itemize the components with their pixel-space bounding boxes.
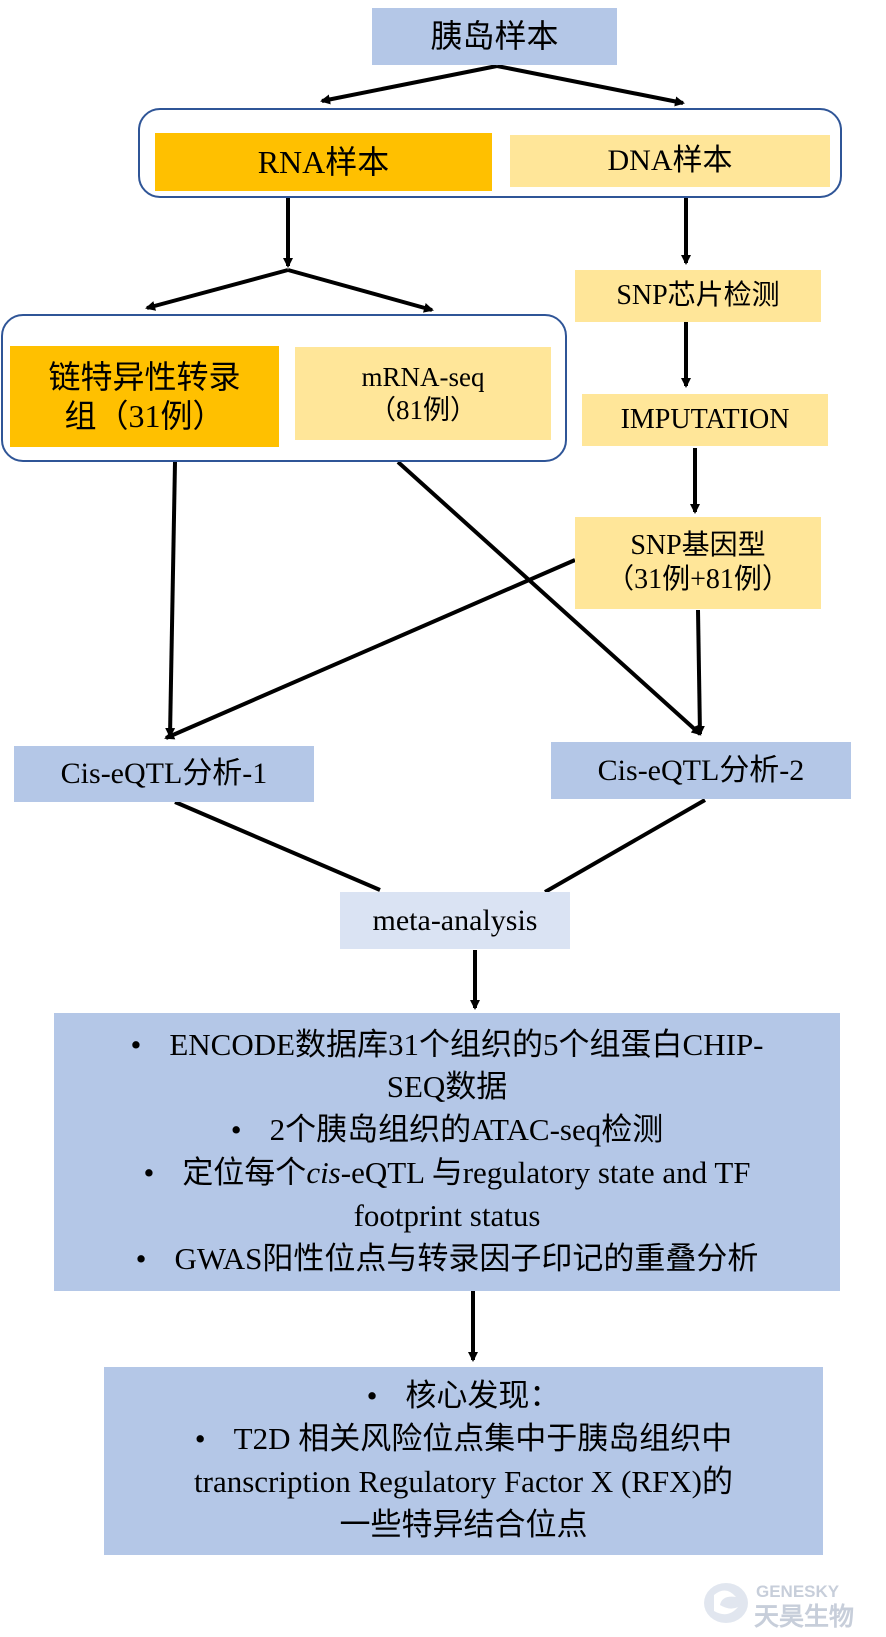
imputation-node: IMPUTATION xyxy=(582,394,828,446)
mrna-seq-line-2: （81例） xyxy=(369,394,477,425)
bullet: • xyxy=(130,1026,142,1062)
analysis-item-gwas-text: GWAS阳性位点与转录因子印记的重叠分析 xyxy=(174,1240,759,1276)
islet-sample-node: 胰岛样本 xyxy=(372,8,617,65)
genesky-logo-en: GENESKY xyxy=(756,1582,840,1601)
findings-item-cont-2: 一些特异结合位点 xyxy=(340,1504,588,1547)
snp-chip-node: SNP芯片检测 xyxy=(575,270,821,322)
findings-item-cont-1: transcription Regulatory Factor X (RFX)的 xyxy=(194,1461,733,1504)
bullet: • xyxy=(135,1240,147,1276)
rna-sample-node: RNA样本 xyxy=(155,133,492,191)
dna-sample-label: DNA样本 xyxy=(607,144,733,177)
meta-analysis-node: meta-analysis xyxy=(340,892,570,949)
analysis-box: • ENCODE数据库31个组织的5个组蛋白CHIP- SEQ数据 • 2个胰岛组织… xyxy=(54,1013,840,1291)
islet-sample-label: 胰岛样本 xyxy=(430,18,559,55)
findings-line-3: 一些特异结合位点 xyxy=(339,1506,588,1542)
snp-genotype-node: SNP基因型 （31例+81例） xyxy=(575,517,821,609)
analysis-item-atac: • 2个胰岛组织的ATAC-seq检测 xyxy=(231,1109,663,1152)
analysis-item-gwas: • GWAS阳性位点与转录因子印记的重叠分析 xyxy=(136,1238,759,1281)
cis-eqtl-2-label: Cis-eQTL分析-2 xyxy=(597,753,805,787)
bullet: • xyxy=(194,1421,206,1457)
mrna-seq-node: mRNA-seq （81例） xyxy=(295,347,551,440)
analysis-item-encode-line-2: SEQ数据 xyxy=(386,1069,508,1105)
analysis-item-cis-eqtl-italic: cis xyxy=(306,1155,341,1190)
findings-head: • 核心发现： xyxy=(367,1375,561,1418)
snp-chip-label: SNP芯片检测 xyxy=(616,280,780,312)
analysis-item-cis-eqtl-pre: 定位每个 xyxy=(182,1155,307,1190)
genesky-logo-cn: 天昊生物 xyxy=(754,1602,854,1631)
strand-specific-line-2: 组（31例） xyxy=(64,397,225,434)
findings-line-2: transcription Regulatory Factor X (RFX)的 xyxy=(194,1464,733,1499)
findings-line-1: T2D 相关风险位点集中于胰岛组织中 xyxy=(233,1421,733,1457)
analysis-item-encode-line-1: ENCODE数据库31个组织的5个组蛋白CHIP- xyxy=(169,1026,764,1062)
rna-sample-label: RNA样本 xyxy=(257,143,390,180)
analysis-item-encode: • ENCODE数据库31个组织的5个组蛋白CHIP- xyxy=(130,1024,763,1067)
meta-analysis-label: meta-analysis xyxy=(372,903,538,937)
genesky-logo-icon: GENESKY 天昊生物 xyxy=(704,1582,854,1631)
analysis-item-atac-text: 2个胰岛组织的ATAC-seq检测 xyxy=(269,1112,664,1148)
cis-eqtl-1-node: Cis-eQTL分析-1 xyxy=(14,746,314,802)
dna-sample-node: DNA样本 xyxy=(510,135,830,187)
analysis-item-encode-cont: SEQ数据 xyxy=(387,1066,508,1109)
bullet: • xyxy=(230,1112,242,1148)
analysis-item-cis-eqtl-cont: footprint status xyxy=(354,1195,541,1238)
findings-item: • T2D 相关风险位点集中于胰岛组织中 xyxy=(195,1418,732,1461)
snp-genotype-line-1: SNP基因型 xyxy=(630,530,766,562)
cis-eqtl-1-label: Cis-eQTL分析-1 xyxy=(60,757,268,790)
strand-specific-line-1: 链特异性转录 xyxy=(48,359,241,396)
strand-specific-node: 链特异性转录 组（31例） xyxy=(10,346,279,447)
snp-genotype-line-2: （31例+81例） xyxy=(606,564,790,595)
cis-eqtl-2-node: Cis-eQTL分析-2 xyxy=(551,742,851,799)
bullet: • xyxy=(366,1378,378,1414)
analysis-item-cis-eqtl-line-2: footprint status xyxy=(353,1197,541,1233)
imputation-label: IMPUTATION xyxy=(620,404,790,436)
mrna-seq-line-1: mRNA-seq xyxy=(361,362,485,393)
findings-box: • 核心发现： • T2D 相关风险位点集中于胰岛组织中 transcription… xyxy=(104,1367,823,1555)
genesky-logo: GENESKY 天昊生物 xyxy=(700,1575,886,1632)
analysis-item-cis-eqtl: • 定位每个cis-eQTL 与regulatory state and TF xyxy=(143,1152,750,1195)
analysis-item-cis-eqtl-post: -eQTL 与regulatory state and TF xyxy=(340,1155,751,1190)
bullet: • xyxy=(143,1155,155,1190)
findings-head-text: 核心发现： xyxy=(405,1378,561,1414)
